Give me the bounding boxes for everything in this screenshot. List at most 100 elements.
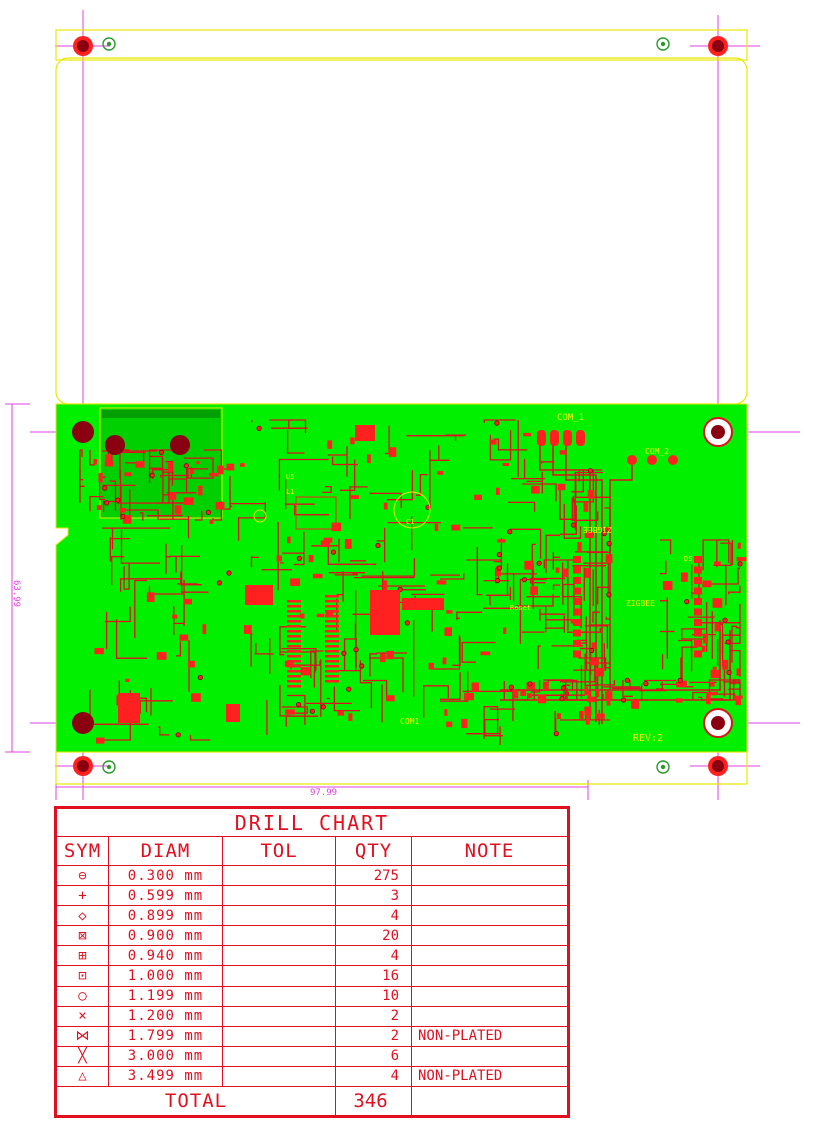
trace-segment bbox=[509, 528, 542, 559]
trace-segment bbox=[721, 603, 741, 667]
tol-cell bbox=[222, 985, 336, 1007]
diam-cell: 1.199 mm bbox=[108, 985, 223, 1007]
trace-segment bbox=[476, 546, 483, 596]
smd-pad bbox=[284, 660, 294, 668]
trace-segment bbox=[539, 608, 566, 621]
trace-segment bbox=[359, 660, 373, 709]
via bbox=[677, 677, 683, 684]
trace-segment bbox=[327, 446, 348, 477]
diam-cell: 3.499 mm bbox=[108, 1065, 223, 1087]
smd-pad bbox=[584, 567, 589, 578]
smd-pad bbox=[93, 459, 98, 465]
via bbox=[589, 647, 595, 654]
zigbee-pin bbox=[573, 608, 581, 616]
total-label: TOTAL bbox=[56, 1085, 336, 1117]
via bbox=[494, 577, 501, 584]
smd-pad bbox=[542, 681, 549, 691]
note-cell bbox=[411, 1005, 568, 1027]
smd-pad bbox=[559, 450, 566, 455]
drill-symbol-icon: × bbox=[56, 1005, 109, 1027]
smd-pad bbox=[591, 642, 596, 649]
drill-chart-table: DRILL CHART SYM DIAM TOL QTY NOTE ⊖0.300… bbox=[56, 807, 568, 1117]
via bbox=[494, 420, 500, 426]
qty-cell: 20 bbox=[335, 925, 412, 947]
zigbee-pin bbox=[573, 556, 581, 563]
trace-segment bbox=[545, 534, 560, 574]
via bbox=[601, 530, 607, 537]
note-cell bbox=[411, 945, 568, 967]
smd-pad bbox=[276, 555, 282, 562]
smd-pad bbox=[202, 624, 207, 635]
trace-segment bbox=[123, 563, 130, 590]
smd-pad bbox=[587, 691, 592, 700]
via bbox=[256, 425, 262, 431]
trace-segment bbox=[484, 718, 504, 737]
trace-segment bbox=[522, 483, 557, 502]
trace-segment bbox=[552, 584, 560, 590]
silk-label-c1: C1 bbox=[406, 518, 414, 526]
trace-segment bbox=[603, 643, 610, 669]
zigbee-pin bbox=[694, 598, 702, 605]
bus-trace bbox=[552, 445, 597, 722]
qty-cell: 10 bbox=[335, 985, 412, 1007]
via bbox=[175, 732, 181, 738]
smd-pad bbox=[183, 598, 192, 605]
smd-pad bbox=[226, 463, 235, 471]
smd-pad bbox=[474, 494, 482, 500]
trace-segment bbox=[515, 594, 554, 607]
smd-pad bbox=[675, 698, 683, 703]
trace-segment bbox=[660, 683, 680, 686]
smd-pad bbox=[350, 437, 355, 445]
diam-cell: 0.599 mm bbox=[108, 885, 223, 907]
drill-chart-header-row: SYM DIAM TOL QTY NOTE bbox=[56, 836, 568, 867]
trace-segment bbox=[369, 652, 378, 677]
trace-segment bbox=[269, 419, 307, 433]
trace-segment bbox=[183, 457, 214, 479]
note-cell: NON-PLATED bbox=[411, 1025, 568, 1047]
ic-pin bbox=[287, 660, 301, 663]
trace-segment bbox=[336, 571, 344, 602]
smd-pad bbox=[444, 627, 452, 637]
silk-label-com1-top: COM_1 bbox=[557, 413, 584, 423]
ic-pin bbox=[287, 620, 301, 623]
via bbox=[570, 522, 577, 528]
trace-segment bbox=[702, 539, 721, 571]
via bbox=[507, 529, 513, 535]
via bbox=[620, 697, 627, 703]
smd-pad bbox=[285, 709, 295, 715]
smd-pad bbox=[563, 568, 569, 578]
via bbox=[737, 561, 743, 567]
usb-shield bbox=[102, 410, 220, 418]
ic-pin bbox=[287, 615, 301, 618]
smd-pad bbox=[367, 454, 371, 464]
trace-segment bbox=[158, 726, 170, 736]
trace-segment bbox=[204, 449, 223, 471]
via bbox=[722, 617, 728, 623]
trace-segment bbox=[134, 579, 148, 639]
smd-pad bbox=[98, 473, 103, 483]
smd-pad bbox=[124, 472, 132, 477]
smd-pad bbox=[327, 440, 333, 449]
smd-pad bbox=[583, 502, 589, 512]
trace-segment bbox=[531, 543, 536, 586]
dimension-height-label: 63.99 bbox=[11, 580, 21, 607]
smd-pad bbox=[714, 623, 720, 632]
trace-segment bbox=[554, 711, 557, 732]
trace-segment bbox=[369, 492, 402, 509]
smd-pad bbox=[631, 699, 640, 709]
trace-segment bbox=[120, 529, 161, 564]
via bbox=[684, 598, 690, 605]
smd-pad bbox=[191, 693, 201, 702]
smd-pad bbox=[125, 678, 130, 682]
smd-pad bbox=[497, 539, 506, 543]
trace-segment bbox=[150, 467, 164, 503]
smd-pad bbox=[557, 483, 566, 491]
zigbee-pin bbox=[694, 629, 702, 637]
ic-pin bbox=[287, 655, 301, 658]
smd-pad bbox=[183, 497, 194, 505]
ic-pin bbox=[287, 665, 301, 668]
total-note-cell bbox=[411, 1085, 568, 1117]
smd-pad bbox=[243, 625, 252, 634]
via bbox=[320, 704, 326, 710]
